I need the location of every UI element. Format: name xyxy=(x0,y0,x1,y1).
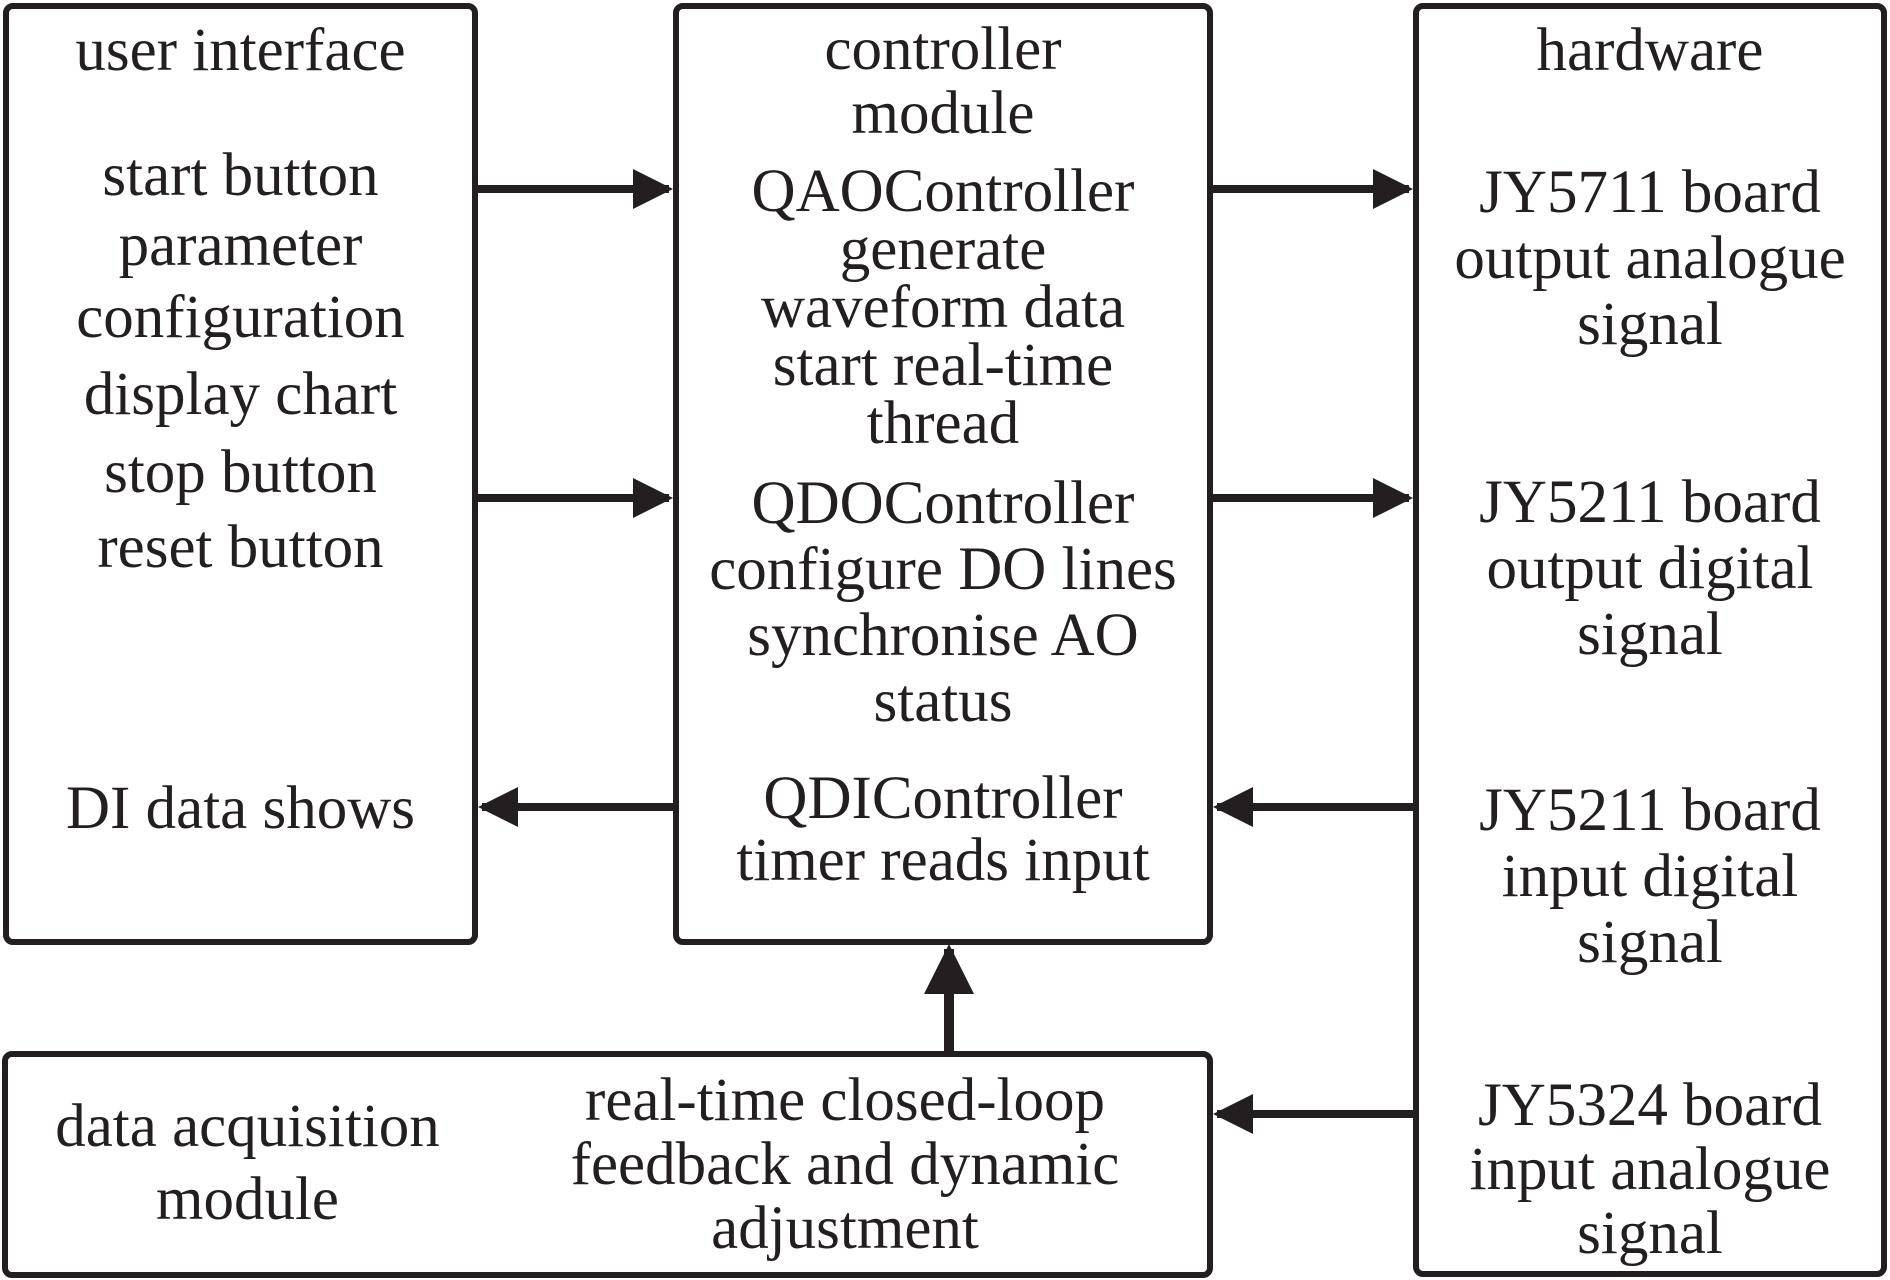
controller-module-box xyxy=(673,3,1213,945)
data-acquisition-description: real-time closed-loop feedback and dynam… xyxy=(570,1067,1120,1262)
ui-configuration-label: configuration xyxy=(76,284,405,351)
qdo-controller-text: QDOController configure DO lines synchro… xyxy=(709,470,1177,735)
jy5211-output-board-text: JY5211 board output digital signal xyxy=(1479,469,1821,668)
controller-title: controller module xyxy=(824,16,1062,147)
data-acquisition-box xyxy=(2,1051,1213,1278)
ui-display-chart-label: display chart xyxy=(83,361,398,428)
hardware-title: hardware xyxy=(1536,17,1764,84)
jy5711-board-text: JY5711 board output analogue signal xyxy=(1454,159,1846,358)
qao-controller-text: QAOController generate waveform data sta… xyxy=(751,158,1135,457)
jy5211-input-board-text: JY5211 board input digital signal xyxy=(1479,777,1821,976)
data-acquisition-title: data acquisition module xyxy=(55,1093,440,1233)
ui-parameter-label: parameter xyxy=(118,212,363,279)
ui-stop-button-label: stop button xyxy=(104,439,377,506)
jy5324-board-text: JY5324 board input analogue signal xyxy=(1469,1072,1831,1267)
user-interface-items: start button parameter configuration dis… xyxy=(3,142,478,586)
ui-start-button-label: start button xyxy=(102,142,379,209)
user-interface-box xyxy=(3,3,478,945)
hardware-box xyxy=(1413,3,1887,1277)
user-interface-title: user interface xyxy=(75,17,406,84)
ui-reset-button-label: reset button xyxy=(97,514,384,581)
ui-di-data-shows: DI data shows xyxy=(66,775,415,842)
qdi-controller-text: QDIController timer reads input xyxy=(736,765,1150,894)
